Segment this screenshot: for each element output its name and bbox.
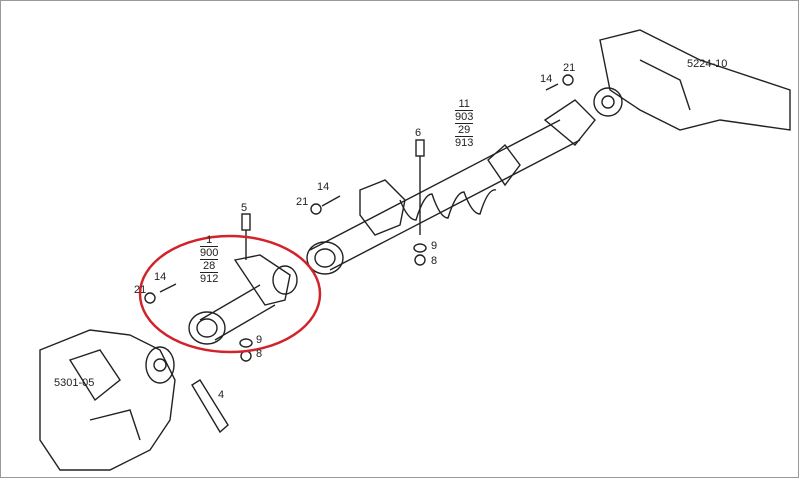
gearbox-housing — [39, 329, 176, 471]
callout-mid-nut: 21 — [296, 196, 309, 208]
callout-center-nut: 8 — [431, 255, 438, 267]
fraction-line: 912 — [200, 273, 219, 285]
callout-front-nut: 21 — [134, 284, 147, 296]
callout-front-bolt-top: 5 — [241, 202, 248, 214]
rear-shaft-part-numbers: 11 903 29 913 — [455, 98, 474, 149]
bracket-part — [191, 379, 229, 434]
callout-rear-nut: 21 — [563, 62, 576, 74]
fraction-line: 903 — [455, 111, 474, 124]
callout-front-washer: 9 — [256, 334, 263, 346]
callout-bracket: 4 — [218, 389, 225, 401]
rear-propeller-shaft — [306, 99, 596, 275]
fraction-line: 900 — [200, 247, 219, 260]
fraction-line: 1 — [200, 234, 219, 247]
callout-center-washer: 9 — [431, 240, 438, 252]
callout-mid-bolt: 14 — [317, 181, 330, 193]
fraction-line: 28 — [200, 260, 219, 273]
callout-front-nut-bottom: 8 — [256, 348, 263, 360]
gearbox-ref-label: 5301-05 — [54, 377, 95, 389]
callout-center-bolt: 6 — [415, 127, 422, 139]
highlight-circle — [138, 234, 322, 354]
rear-axle-housing — [593, 29, 791, 131]
fraction-line: 29 — [455, 124, 474, 137]
bolts — [144, 74, 574, 362]
fraction-line: 913 — [455, 137, 474, 149]
front-shaft-part-numbers: 1 900 28 912 — [200, 234, 219, 285]
fraction-line: 11 — [455, 98, 474, 111]
callout-rear-bolt: 14 — [540, 73, 553, 85]
front-propeller-shaft — [188, 254, 298, 345]
rear-axle-ref-label: 5224-10 — [687, 58, 728, 70]
callout-front-bolt: 14 — [154, 271, 167, 283]
